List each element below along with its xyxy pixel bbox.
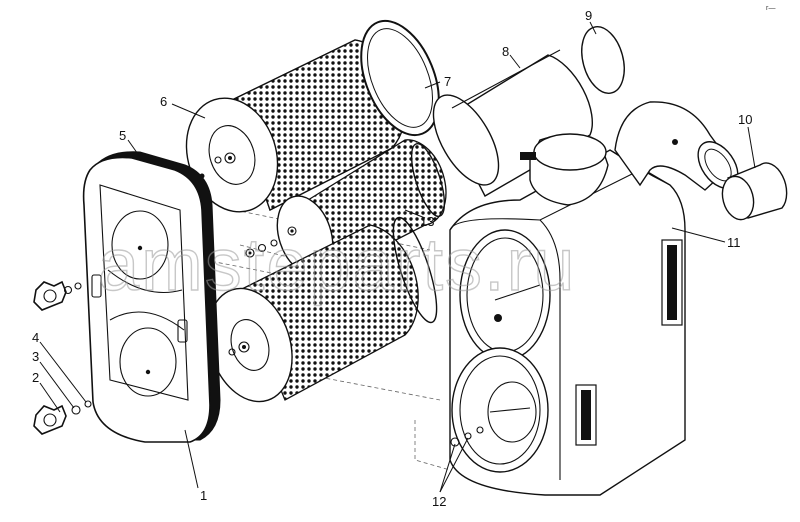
wing-nut-upper [33, 280, 82, 311]
center-fasteners [245, 239, 278, 258]
upper-filter-cartridge [185, 39, 407, 213]
callout-5: 5 [119, 128, 126, 143]
callout-9: 9 [585, 8, 592, 23]
callout-6: 6 [160, 94, 167, 109]
callout-13: 13 [420, 214, 434, 229]
housing-top-inlet [520, 133, 609, 206]
callout-12: 12 [432, 494, 446, 509]
callout-3: 3 [32, 349, 39, 364]
corner-mark: г— [766, 5, 776, 12]
callout-1: 1 [200, 488, 207, 503]
callout-10: 10 [738, 112, 752, 127]
watermark-text: amsteparts.ru [98, 223, 576, 306]
callout-11: 11 [727, 235, 741, 250]
gasket-ring [360, 19, 440, 137]
wing-nut-lower [33, 400, 92, 435]
callout-labels: 1 2 3 4 5 6 7 8 9 10 11 12 13 [32, 8, 752, 509]
pipe-seal-ring [581, 26, 625, 94]
lower-filter-cartridge [207, 216, 438, 403]
leader-lines [39, 21, 756, 493]
outlet-sleeve [721, 162, 788, 221]
callout-2: 2 [32, 370, 39, 385]
callout-7: 7 [444, 74, 451, 89]
intake-pipe [432, 49, 593, 197]
filter-housing [449, 149, 686, 496]
callout-4: 4 [32, 330, 39, 345]
callout-8: 8 [502, 44, 509, 59]
housing-cover [82, 156, 211, 443]
